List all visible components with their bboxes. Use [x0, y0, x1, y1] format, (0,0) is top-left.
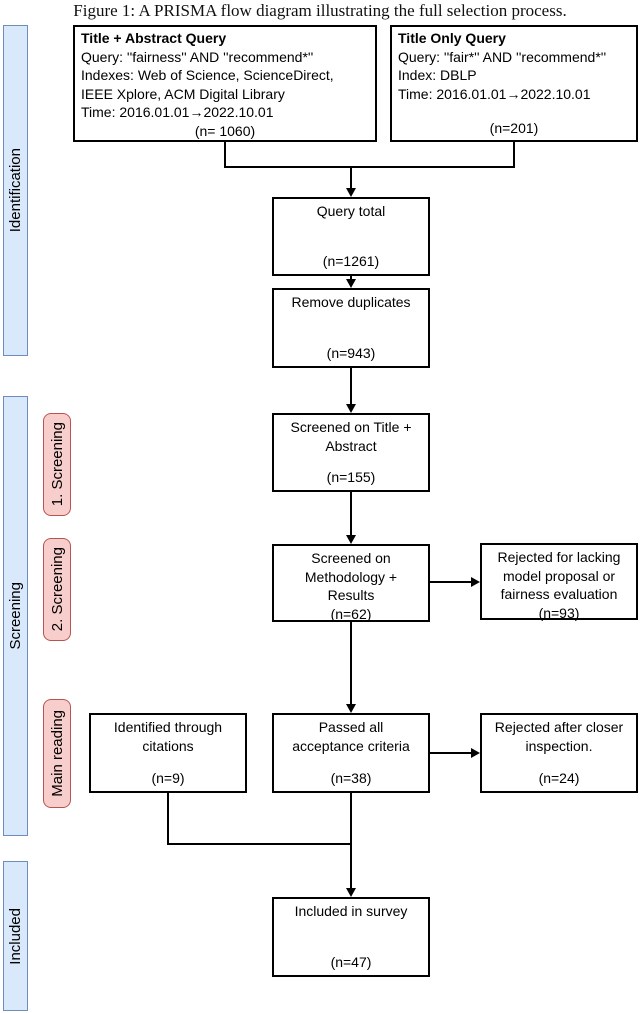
box-screened-methodology: Screened on Methodology + Results (n=62)	[272, 544, 430, 622]
passed-criteria-label: acceptance criteria	[292, 737, 410, 754]
screened-methodology-label: Results	[327, 587, 375, 604]
title-only-query-count: (n=201)	[489, 120, 539, 137]
title-abstract-query-title: Title + Abstract Query	[81, 30, 227, 46]
arrowhead-included-survey	[346, 888, 356, 897]
connector-title-only-down	[513, 142, 515, 168]
phase-label-main-reading: Main reading	[43, 699, 71, 808]
title-abstract-query-line: Query: ''fairness'' AND ''recommend*''	[81, 48, 314, 65]
arrow-query-total-to-remove-duplicates	[350, 276, 352, 280]
title-abstract-query-count: (n= 1060)	[194, 122, 256, 139]
arrowhead-screened-methodology	[346, 535, 356, 544]
included-survey-count: (n=47)	[330, 954, 372, 971]
rejected-lacking-count: (n=93)	[538, 604, 580, 621]
arrow-remove-duplicates-to-screened-title	[350, 368, 352, 405]
box-identified-citations: Identified through citations (n=9)	[89, 713, 247, 793]
passed-criteria-count: (n=38)	[330, 770, 372, 787]
arrowhead-passed-criteria	[346, 704, 356, 713]
phase-label-main-reading-text: Main reading	[48, 710, 66, 797]
box-rejected-lacking: Rejected for lacking model proposal or f…	[480, 543, 638, 621]
remove-duplicates-count: (n=943)	[326, 345, 376, 362]
phase-label-2-screening: 2. Screening	[43, 538, 71, 641]
remove-duplicates-label: Remove duplicates	[291, 294, 411, 310]
stage-bar-included-label: Included	[7, 907, 24, 965]
arrow-methodology-to-passed	[350, 622, 352, 705]
box-rejected-closer: Rejected after closer inspection. (n=24)	[480, 713, 638, 793]
rejected-lacking-label: model proposal or	[502, 567, 616, 584]
arrow-passed-to-rejected-closer	[430, 752, 472, 754]
screened-methodology-count: (n=62)	[330, 605, 372, 622]
identified-citations-label: citations	[142, 737, 194, 754]
arrowhead-remove-duplicates	[346, 279, 356, 288]
stage-bar-screening-label: Screening	[7, 582, 24, 650]
rejected-lacking-label: Rejected for lacking	[497, 549, 621, 565]
stage-bar-identification: Identification	[3, 25, 28, 356]
arrowhead-rejected-lacking	[471, 577, 480, 587]
connector-citations-down	[167, 793, 169, 845]
title-only-query-line: Time: 2016.01.01→2022.10.01	[398, 85, 591, 102]
arrowhead-rejected-closer	[471, 748, 480, 758]
screened-title-abstract-label: Screened on Title +	[290, 419, 412, 435]
screened-methodology-label: Methodology +	[304, 568, 398, 585]
figure-caption: Figure 1: A PRISMA flow diagram illustra…	[73, 1, 567, 20]
stage-bar-identification-label: Identification	[7, 148, 24, 233]
phase-label-2-screening-text: 2. Screening	[48, 547, 66, 632]
stage-bar-screening: Screening	[3, 396, 28, 836]
screened-methodology-label: Screened on	[311, 550, 391, 566]
screened-title-abstract-label: Abstract	[325, 437, 377, 454]
arrow-methodology-to-rejected-lacking	[430, 581, 472, 583]
title-abstract-query-line: IEEE Xplore, ACM Digital Library	[81, 85, 285, 102]
connector-title-abstract-down	[224, 142, 226, 168]
identified-citations-count: (n=9)	[151, 770, 185, 787]
box-passed-criteria: Passed all acceptance criteria (n=38)	[272, 713, 430, 793]
identified-citations-label: Identified through	[113, 719, 223, 735]
connector-citations-horizontal	[167, 843, 352, 845]
phase-label-1-screening: 1. Screening	[43, 413, 71, 516]
screened-title-abstract-count: (n=155)	[326, 469, 376, 486]
box-query-total: Query total (n=1261)	[272, 197, 430, 276]
phase-label-1-screening-text: 1. Screening	[48, 422, 66, 507]
title-only-query-title: Title Only Query	[398, 30, 506, 46]
stage-bar-included: Included	[3, 861, 28, 1011]
title-abstract-query-line: Time: 2016.01.01→2022.10.01	[81, 104, 274, 121]
rejected-closer-label: Rejected after closer	[494, 719, 624, 735]
box-remove-duplicates: Remove duplicates (n=943)	[272, 288, 430, 368]
arrow-passed-to-included	[350, 793, 352, 889]
rejected-closer-label: inspection.	[525, 737, 593, 754]
arrowhead-query-total	[346, 188, 356, 197]
query-total-count: (n=1261)	[322, 253, 380, 270]
box-screened-title-abstract: Screened on Title + Abstract (n=155)	[272, 413, 430, 492]
rejected-lacking-label: fairness evaluation	[500, 586, 618, 603]
arrow-merge-to-query-total	[350, 167, 352, 189]
connector-merge-horizontal	[224, 166, 515, 168]
box-title-abstract-query: Title + Abstract Query Query: ''fairness…	[73, 25, 377, 142]
title-only-query-line: Index: DBLP	[398, 67, 477, 84]
box-title-only-query: Title Only Query Query: ''fair*'' AND ''…	[390, 25, 638, 142]
title-abstract-query-line: Indexes: Web of Science, ScienceDirect,	[81, 67, 334, 84]
arrow-screened-title-to-methodology	[350, 492, 352, 536]
rejected-closer-count: (n=24)	[538, 770, 580, 787]
included-survey-label: Included in survey	[294, 903, 408, 919]
arrowhead-screened-title	[346, 404, 356, 413]
box-included-survey: Included in survey (n=47)	[272, 897, 430, 977]
query-total-label: Query total	[316, 203, 386, 219]
passed-criteria-label: Passed all	[318, 719, 384, 735]
title-only-query-line: Query: ''fair*'' AND ''recommend*''	[398, 48, 607, 65]
